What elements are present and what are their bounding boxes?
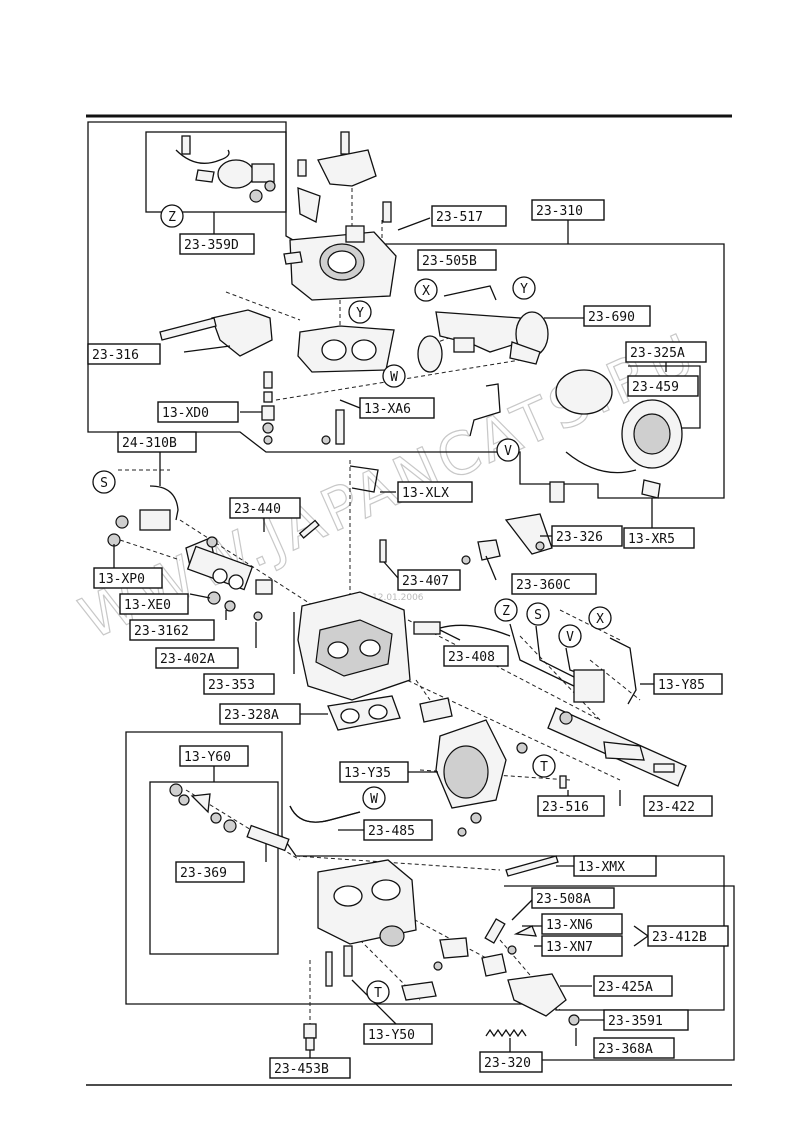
watermark-date: 12.01.2006 [372,593,424,603]
callout: 23-316 [92,348,139,363]
callout: 23-368A [598,1042,653,1057]
callout: 13-XP0 [98,572,145,587]
callout: 23-408 [448,650,495,665]
circle-letter: S [534,608,542,623]
callout: 23-505B [422,254,477,269]
callout: 13-XR5 [628,532,675,547]
callout: 23-407 [402,574,449,589]
callout: 23-320 [484,1056,531,1071]
circle-letter: Y [520,282,528,297]
callout: 24-310B [122,436,177,451]
callout: 13-XE0 [124,598,171,613]
callout: 23-485 [368,824,415,839]
callout: 23-425A [598,980,653,995]
callout: 23-326 [556,530,603,545]
circle-letter: Z [168,210,176,225]
circle-letter: X [596,612,604,627]
callout: 13-XN6 [546,918,593,933]
callout: 23-3591 [608,1014,663,1029]
parts [107,131,687,1051]
callout: 23-459 [632,380,679,395]
group-frames [87,121,735,1061]
callout: 23-360C [516,578,571,593]
circle-letter: Z [502,604,510,619]
circle-letter: W [390,370,398,385]
callout: 13-XD0 [162,406,209,421]
circle-letter: W [370,792,378,807]
callout: 13-Y35 [344,766,391,781]
callout: 23-325A [630,346,685,361]
callout: 13-XA6 [364,402,411,417]
circle-letter: Y [356,306,364,321]
callout: 13-XN7 [546,940,593,955]
callout: 23-517 [436,210,483,225]
callout: 23-453B [274,1062,329,1077]
circle-letter: T [374,986,382,1001]
circle-letter: S [100,476,108,491]
circle-letter: V [566,630,574,645]
callout: 23-412B [652,930,707,945]
callout: 13-Y60 [184,750,231,765]
callout-labels: 23-359D 23-517 23-310 23-505B 23-690 23-… [87,199,729,1079]
callout: 23-422 [648,800,695,815]
callout: 13-Y85 [658,678,705,693]
callout: 23-3162 [134,624,189,639]
callout: 23-369 [180,866,227,881]
callout: 13-XLX [402,486,449,501]
callout: 23-516 [542,800,589,815]
callout: 23-359D [184,238,239,253]
callout: 23-690 [588,310,635,325]
callout: 13-Y50 [368,1028,415,1043]
callout: 23-508A [536,892,591,907]
callout: 23-440 [234,502,281,517]
leader-lines [113,212,667,1058]
circle-letter: X [422,284,430,299]
circle-letter: V [504,444,512,459]
callout: 23-310 [536,204,583,219]
circle-letter: T [540,760,548,775]
callout: 23-353 [208,678,255,693]
callout: 23-328A [224,708,279,723]
callout: 13-XMX [578,860,625,875]
reference-circles: Z X Y Y W V S Z S X V T W T [92,204,612,1004]
callout: 23-402A [160,652,215,667]
